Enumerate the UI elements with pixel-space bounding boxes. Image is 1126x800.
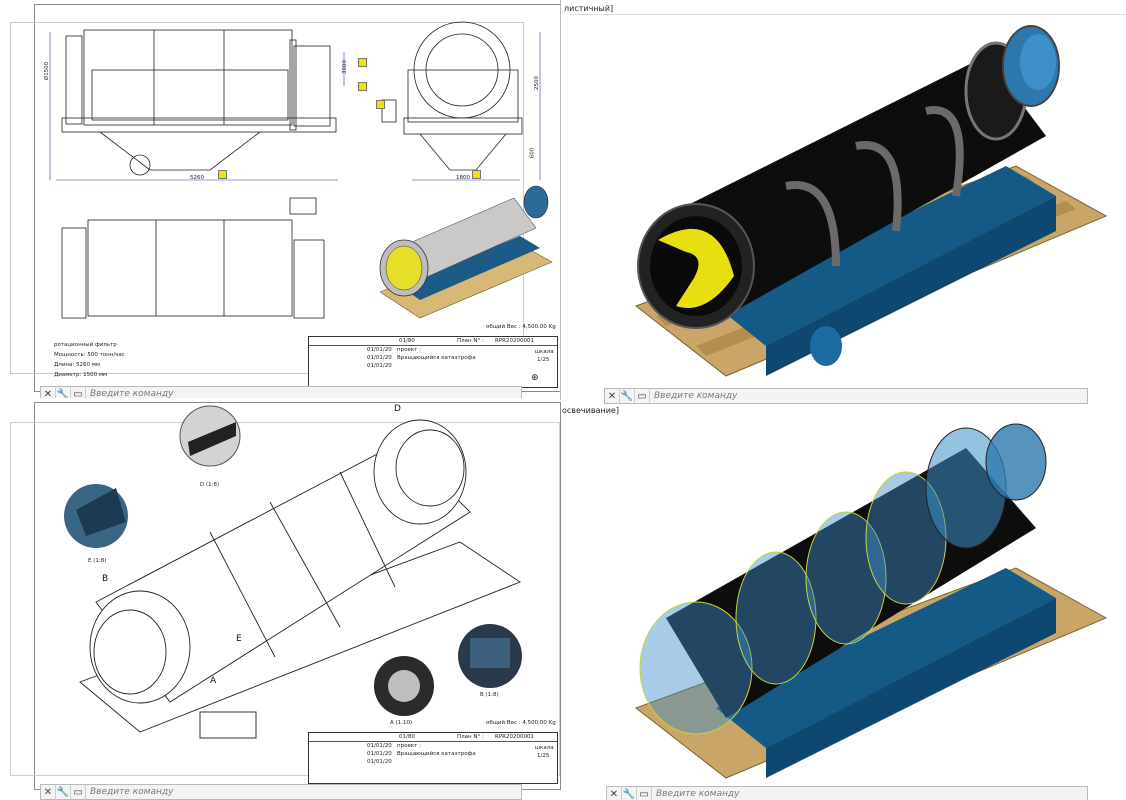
tb-plan-label: План N° : — [457, 338, 484, 344]
detail-caption-e: E (1:8) — [88, 558, 107, 564]
callout-label-d: D — [394, 404, 401, 414]
viewport-style-label: листичный] — [564, 4, 614, 13]
detail-caption-a: A (1:10) — [390, 720, 413, 726]
rotary-drum-xray-model — [634, 423, 1108, 779]
title-block: 01/80 План N° : RPR20200001 01/01/20 01/… — [308, 336, 558, 388]
dim-base: 600 — [529, 147, 536, 159]
annotation-tag — [376, 100, 385, 109]
spec-note: Мощность: 500 тонн/час — [54, 352, 125, 358]
tb-sheet-no: 01/80 — [399, 734, 415, 740]
viewport-divider — [570, 14, 1126, 15]
command-history-icon[interactable]: ▭ — [71, 387, 86, 398]
dim-side-height: 2500 — [534, 76, 540, 90]
spec-note: Диаметр: 1500 мм — [54, 372, 108, 378]
rotary-drum-shaded-model — [634, 25, 1108, 377]
viewport-3d-xray[interactable]: ✕ 🔧 ▭ Введите команду — [566, 418, 1126, 800]
annotation-tag — [472, 170, 481, 179]
tb-sheet-no: 01/80 — [399, 338, 415, 344]
wrench-icon[interactable]: 🔧 — [56, 785, 71, 799]
viewport-divider — [560, 0, 561, 400]
drum-iso-linework — [64, 405, 522, 739]
annotation-tag — [358, 82, 367, 91]
viewport-iso-drawing[interactable]: D B E A D (1:8) E (1:8) A (1:10) B (1:8)… — [0, 402, 562, 800]
drawing-2d-views — [49, 21, 553, 319]
sheet-shadow-border — [10, 22, 524, 374]
command-input[interactable]: Введите команду — [90, 787, 174, 797]
command-line[interactable]: ✕ 🔧 ▭ Введите команду — [604, 388, 1088, 404]
tb-date: 01/01/20 — [367, 363, 392, 369]
command-history-icon[interactable]: ▭ — [637, 787, 652, 800]
detail-caption-d: D (1:8) — [200, 482, 220, 488]
tb-project-label: проект : — [397, 347, 421, 353]
wrench-icon[interactable]: 🔧 — [622, 787, 637, 800]
tb-scale: 1/25 — [537, 357, 550, 363]
tb-project-label: проект : — [397, 743, 421, 749]
dim-diameter: Ø1500 — [44, 61, 51, 81]
tb-date: 01/01/20 — [367, 751, 392, 757]
dim-length: 5260 — [190, 175, 204, 181]
title-block: 01/80 План N° : RPR20200001 01/01/20 01/… — [308, 732, 558, 784]
tb-project-name: Вращающийся катаэтрофа — [397, 355, 476, 361]
dim-side-width: 1800 — [456, 175, 470, 181]
viewport-style-label: освечивание] — [562, 406, 619, 415]
callout-label-a: A — [210, 676, 217, 686]
tb-date: 01/01/20 — [367, 347, 392, 353]
close-icon[interactable]: ✕ — [41, 387, 56, 398]
weight-note: общий Вес : 4,500.00 Kg — [486, 324, 556, 330]
annotation-tag — [358, 58, 367, 67]
callout-label-e: E — [236, 634, 242, 644]
command-history-icon[interactable]: ▭ — [71, 785, 86, 799]
view-cube-icon: ⊕ — [531, 373, 539, 383]
detail-caption-b: B (1:8) — [480, 692, 499, 698]
tb-date: 01/01/20 — [367, 743, 392, 749]
command-line[interactable]: ✕ 🔧 ▭ Введите команду — [40, 784, 522, 800]
annotation-tag — [218, 170, 227, 179]
command-line[interactable]: ✕ 🔧 ▭ Введите команду — [40, 386, 522, 398]
dim-height: 3000 — [342, 60, 348, 74]
weight-note: общий Вес : 4,500.00 Kg — [486, 720, 556, 726]
tb-scale-label: шкала — [535, 745, 554, 751]
command-input[interactable]: Введите команду — [654, 391, 738, 401]
wrench-icon[interactable]: 🔧 — [620, 389, 635, 403]
viewport-2d-drawing[interactable]: Ø1500 3000 5260 2500 600 1800 ротационны… — [0, 0, 562, 398]
command-input[interactable]: Введите команду — [656, 789, 740, 799]
tb-plan-label: План N° : — [457, 734, 484, 740]
tb-project-name: Вращающийся катаэтрофа — [397, 751, 476, 757]
tb-date: 01/01/20 — [367, 355, 392, 361]
close-icon[interactable]: ✕ — [605, 389, 620, 403]
callout-label-b: B — [102, 574, 109, 584]
spec-note: ротационный фильтр — [54, 342, 117, 348]
tb-plan-no: RPR20200001 — [495, 338, 534, 344]
tb-scale: 1/25 — [537, 753, 550, 759]
tb-plan-no: RPR20200001 — [495, 734, 534, 740]
wrench-icon[interactable]: 🔧 — [56, 387, 71, 398]
viewport-3d-shaded[interactable]: ✕ 🔧 ▭ Введите команду — [566, 16, 1126, 404]
tb-scale-label: шкала — [535, 349, 554, 355]
command-history-icon[interactable]: ▭ — [635, 389, 650, 403]
sheet-shadow-border — [10, 422, 560, 776]
command-input[interactable]: Введите команду — [90, 389, 174, 398]
tb-date: 01/01/20 — [367, 759, 392, 765]
close-icon[interactable]: ✕ — [607, 787, 622, 800]
close-icon[interactable]: ✕ — [41, 785, 56, 799]
command-line[interactable]: ✕ 🔧 ▭ Введите команду — [606, 786, 1088, 800]
spec-note: Длина: 5260 мм — [54, 362, 100, 368]
